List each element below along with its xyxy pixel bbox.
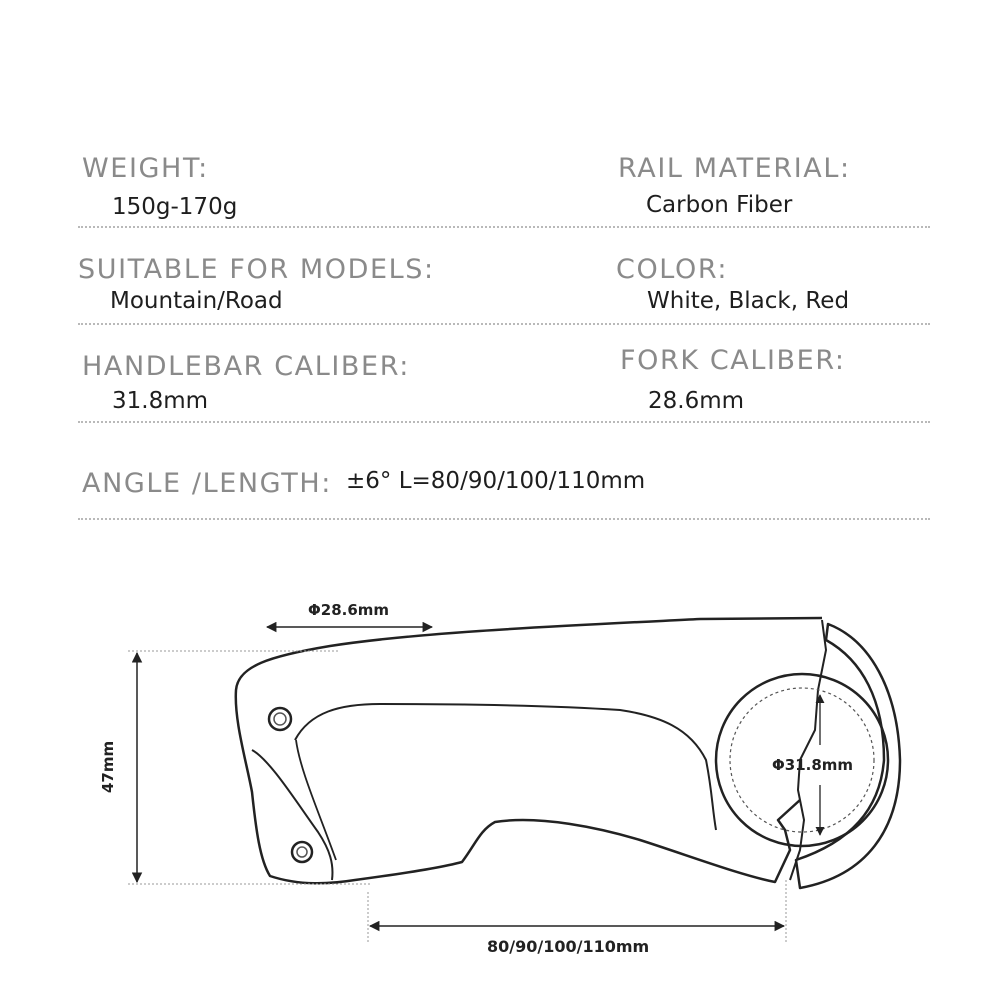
length-dim-label: 80/90/100/110mm: [487, 937, 649, 956]
bar-dim-label: Φ31.8mm: [772, 756, 853, 774]
fork-label: FORK CALIBER:: [620, 345, 846, 376]
handlebar-clamp-inner: [729, 687, 875, 833]
color-label: COLOR:: [616, 254, 729, 285]
separator-2: [78, 323, 930, 325]
weight-label: WEIGHT:: [82, 153, 209, 184]
upper-bolt: [267, 706, 293, 732]
color-value: White, Black, Red: [647, 288, 850, 314]
faceplate-outline: [794, 622, 902, 890]
suitable-label: SUITABLE FOR MODELS:: [78, 254, 435, 285]
rib-face: [251, 749, 334, 881]
front-face-split: [789, 619, 827, 881]
handlebar-value: 31.8mm: [112, 388, 209, 414]
angle-length-label: ANGLE /LENGTH:: [82, 468, 332, 499]
separator-3: [78, 421, 930, 423]
handlebar-label: HANDLEBAR CALIBER:: [82, 351, 410, 382]
separator-1: [78, 226, 930, 228]
rail-material-label: RAIL MATERIAL:: [618, 153, 851, 184]
fork-dim-label: Φ28.6mm: [308, 601, 389, 619]
inner-rib: [294, 702, 717, 831]
lower-bolt-inner: [296, 846, 308, 858]
lower-bolt: [290, 840, 314, 864]
upper-bolt-inner: [273, 712, 287, 726]
fork-value: 28.6mm: [648, 388, 745, 414]
height-dim-label: 47mm: [99, 741, 117, 793]
rail-material-value: Carbon Fiber: [646, 192, 793, 218]
weight-value: 150g-170g: [112, 194, 238, 220]
handlebar-clamp-ring: [714, 672, 890, 848]
stem-body-outline: [234, 616, 823, 885]
rib-edge: [295, 739, 337, 861]
suitable-value: Mountain/Road: [110, 288, 283, 314]
separator-4: [78, 518, 930, 520]
angle-length-value: ±6° L=80/90/100/110mm: [346, 468, 646, 494]
